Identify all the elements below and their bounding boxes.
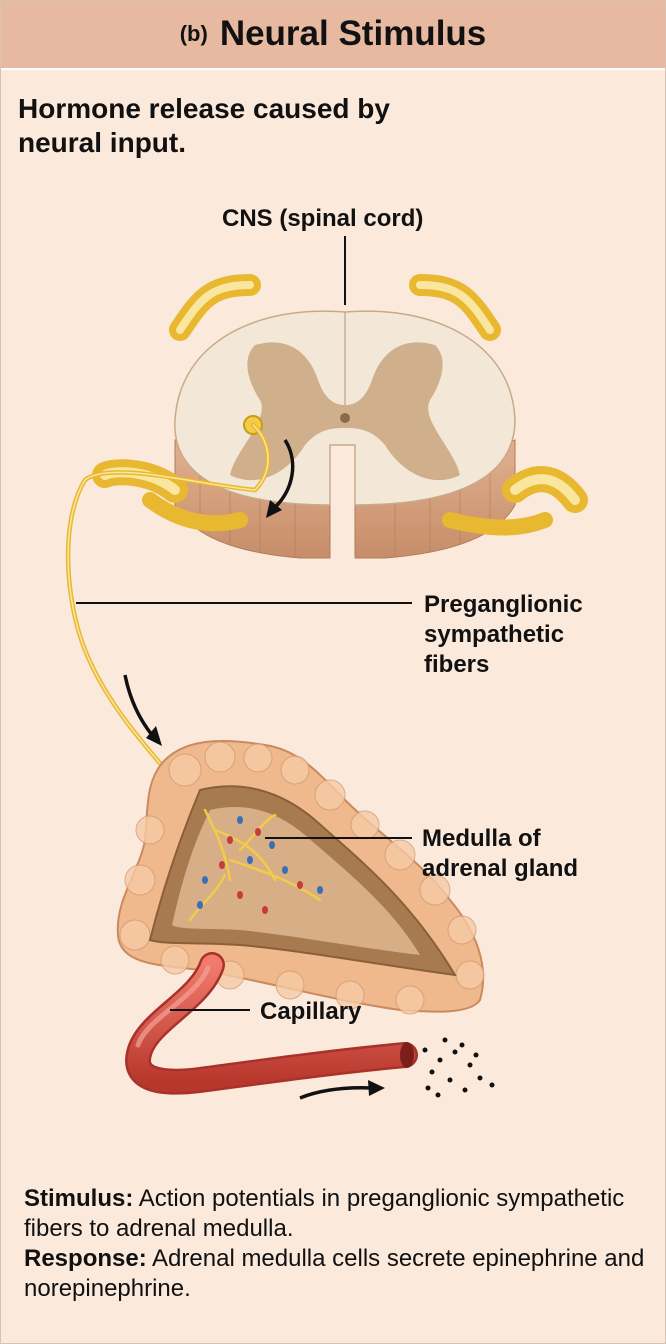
header-bar: (b) Neural Stimulus <box>0 0 666 70</box>
stimulus-key: Stimulus: <box>24 1185 134 1212</box>
impulse-arrow-gland <box>123 674 154 737</box>
label-medulla-line-2: adrenal gland <box>422 855 579 882</box>
label-preganglionic-line-1: Preganglionic <box>424 591 583 618</box>
panel-title: Neural Stimulus <box>219 14 487 53</box>
subtitle-line-1: Hormone release caused by <box>18 93 390 124</box>
label-cns: CNS (spinal cord) <box>222 205 424 232</box>
stimulus-line: Stimulus: Action potentials in pregangli… <box>24 1184 654 1244</box>
blood-flow-arrowhead <box>368 1080 385 1096</box>
label-preganglionic-line-3: fibers <box>424 651 490 678</box>
impulse-arrow-cord <box>270 439 295 512</box>
label-preganglionic: Preganglionic sympathetic fibers <box>424 590 583 680</box>
response-text: Adrenal medulla cells secrete epinephrin… <box>24 1245 645 1302</box>
impulse-arrowhead-cord <box>266 500 282 518</box>
impulse-arrowhead-gland <box>146 726 162 746</box>
label-capillary: Capillary <box>260 998 362 1025</box>
response-key: Response: <box>24 1245 147 1272</box>
blood-flow-arrow <box>299 1086 373 1100</box>
label-preganglionic-line-2: sympathetic <box>424 621 565 648</box>
label-medulla-line-1: Medulla of <box>422 825 541 852</box>
label-medulla: Medulla of adrenal gland <box>422 824 578 884</box>
panel-tag: (b) <box>179 21 208 46</box>
upper-nerve-roots <box>169 274 501 341</box>
response-line: Response: Adrenal medulla cells secrete … <box>24 1244 654 1304</box>
stimulus-text: Action potentials in preganglionic sympa… <box>24 1185 625 1242</box>
hormone-molecules <box>422 1037 495 1098</box>
caption: Stimulus: Action potentials in pregangli… <box>24 1184 654 1304</box>
subtitle: Hormone release caused by neural input. <box>18 92 488 160</box>
adrenal-gland <box>116 739 485 1015</box>
capillary-vessel <box>125 952 418 1095</box>
subtitle-line-2: neural input. <box>18 127 186 158</box>
